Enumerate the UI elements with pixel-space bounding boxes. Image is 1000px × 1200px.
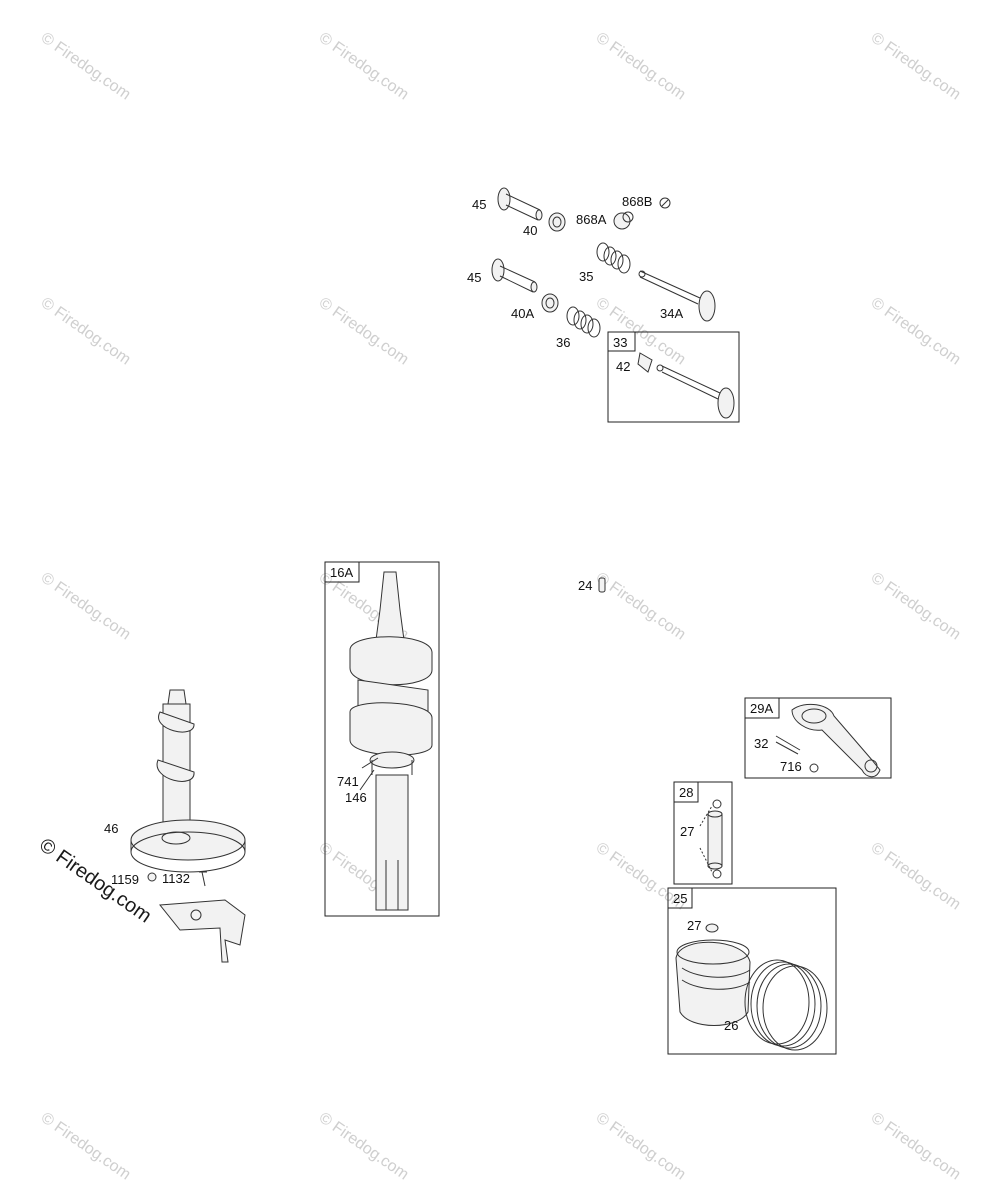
spring-cap-drawing [613,211,634,230]
callout-35: 35 [579,269,593,284]
callout-46: 46 [104,821,118,836]
kit-28-tag [673,781,699,803]
valve-spring-lower-drawing [566,306,601,338]
callout-1132: 1132 [162,871,190,886]
watermark: © Firedog.com [868,1109,964,1183]
callout-27: 27 [687,918,701,933]
watermark: © Firedog.com [316,294,412,368]
watermark: © Firedog.com [38,29,134,103]
pin-drawing [598,577,606,593]
kit-33-label: 33 [613,335,627,350]
piston-rings-drawing [744,959,828,1051]
kit-16a-frame [324,561,440,917]
kit-25-frame [667,887,837,1055]
clip-drawing [659,197,671,209]
connecting-rod-drawing [775,703,881,778]
callout-741: 741 [337,774,359,789]
callout-1159: 1159 [111,872,139,887]
callout-34a: 34A [660,306,683,321]
watermark: © Firedog.com [868,294,964,368]
valve-group [491,187,740,423]
exhaust-valve-drawing [638,270,716,322]
callout-24: 24 [578,578,592,593]
callout-868a: 868A [576,212,607,227]
tappet-lower-drawing [491,258,538,293]
piston-pin-drawing [699,799,723,879]
callouts: 45 40 868A 868B 45 35 40A 34A 36 33 42 1… [104,194,802,1033]
watermark: © Firedog.com [868,839,964,913]
watermark: © Firedog.com [868,569,964,643]
callout-42: 42 [616,359,630,374]
valve-spring-upper-drawing [596,242,631,274]
callout-716: 716 [780,759,802,774]
kit-25-label: 25 [673,891,687,906]
kit-28-label: 28 [679,785,693,800]
callout-26: 26 [724,1018,738,1033]
kit-33-frame [607,331,740,423]
callout-146: 146 [345,790,367,805]
kit-25-tag [667,887,693,909]
callout-36: 36 [556,335,570,350]
kit-33-tag [607,331,636,352]
watermark: © Firedog.com [38,294,134,368]
callout-27: 27 [680,824,694,839]
kit-29a-frame [744,697,892,779]
valve-seal-lower-drawing [541,293,559,313]
intake-valve-drawing [637,352,735,419]
watermark: © Firedog.com [593,29,689,103]
kit-28-frame [673,781,733,885]
callout-40: 40 [523,223,537,238]
callout-32: 32 [754,736,768,751]
valve-seal-drawing [548,212,566,232]
watermark: © Firedog.com [868,29,964,103]
callout-868b: 868B [622,194,652,209]
crankshaft-drawing [349,571,433,911]
kit-16a-tag [324,561,360,583]
kit-16a-label: 16A [330,565,353,580]
tappet-upper-drawing [497,187,543,221]
watermark: © Firedog.com [316,1109,412,1183]
callout-45: 45 [472,197,486,212]
callout-40a: 40A [511,306,534,321]
watermark: © Firedog.com [316,29,412,103]
watermark: © Firedog.com [593,569,689,643]
piston-drawing [675,923,751,1026]
watermark: © Firedog.com [38,1109,134,1183]
watermark: © Firedog.com [593,1109,689,1183]
watermark: © Firedog.com [38,569,134,643]
kit-29a-label: 29A [750,701,773,716]
camshaft-drawing [130,689,246,873]
governor-bracket-drawing [147,871,246,963]
callout-45: 45 [467,270,481,285]
kit-29a-tag [744,697,780,719]
